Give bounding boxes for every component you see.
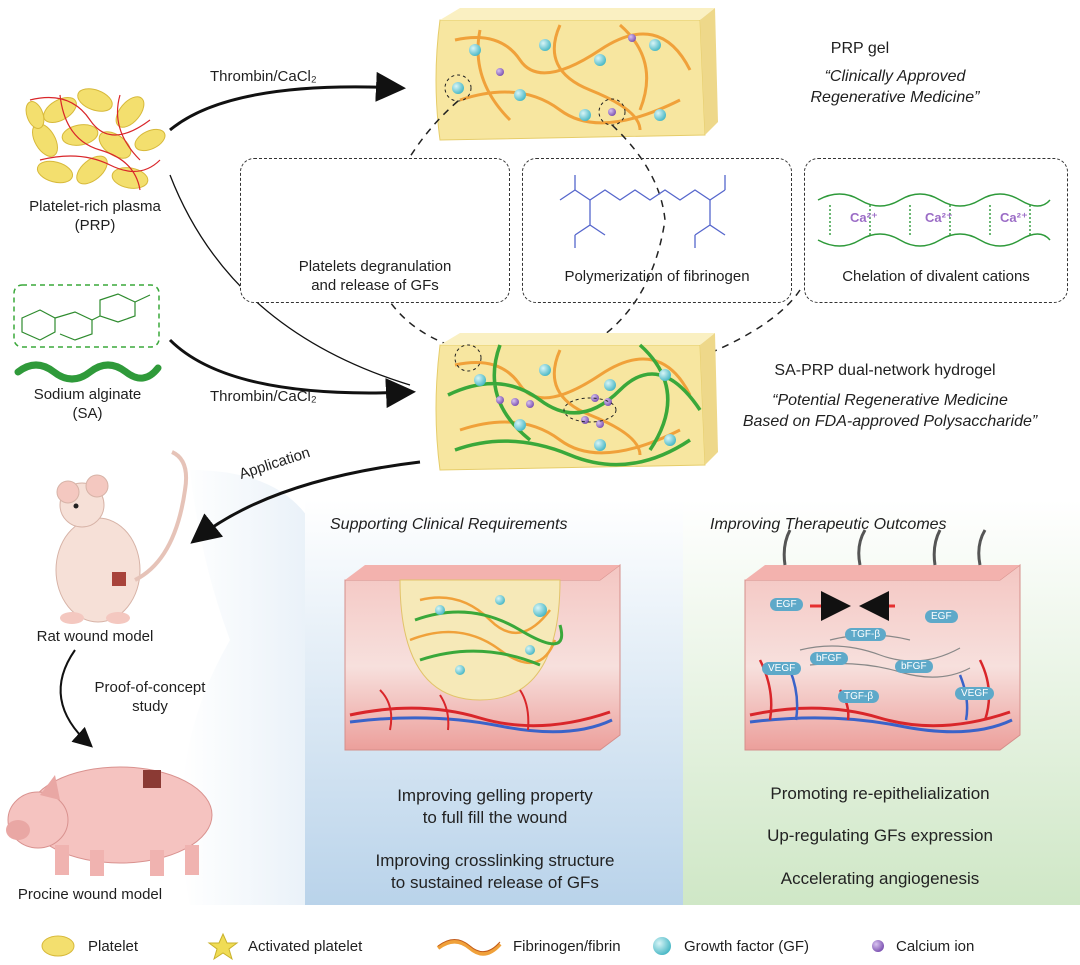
prp-gel-block <box>436 8 718 140</box>
legend-gf: Growth factor (GF) <box>676 931 809 961</box>
sa-wave <box>18 365 158 379</box>
therapeutic-point-2: Up-regulating GFs expression <box>700 825 1060 847</box>
gf-label-vegf-1: VEGF <box>762 662 801 675</box>
therapeutic-point-1: Promoting re-epithelialization <box>700 783 1060 805</box>
mechanism-box-polymerization: Polymerization of fibrinogen <box>522 158 792 303</box>
gf-label-bfgf-1: bFGF <box>810 652 848 665</box>
prp-platelets-illustration <box>23 84 169 191</box>
thrombin-label-bottom: Thrombin/CaCl₂ <box>210 388 317 405</box>
clinical-skin-block <box>345 565 620 750</box>
ca-label-3: Ca²⁺ <box>1000 210 1028 226</box>
legend-fibrin: Fibrinogen/fibrin <box>505 931 621 961</box>
clinical-point-1: Improving gelling property to full fill … <box>320 785 670 829</box>
gf-label-egf-2: EGF <box>925 610 958 623</box>
legend-gf-label: Growth factor (GF) <box>684 938 809 955</box>
gf-label-tgf-1: TGF-β <box>845 628 886 641</box>
legend-platelet: Platelet <box>80 931 138 961</box>
gf-label-tgf-2: TGF-β <box>838 690 879 703</box>
legend-activated-label: Activated platelet <box>248 938 362 955</box>
pig-illustration <box>6 767 212 876</box>
mechanism-label-degranulation: Platelets degranulation and release of G… <box>241 257 509 295</box>
clinical-heading: Supporting Clinical Requirements <box>330 516 670 534</box>
prp-gel-quote: “Clinically Approved Regenerative Medici… <box>760 66 1030 108</box>
legend-platelet-label: Platelet <box>88 938 138 955</box>
legend-calcium-label: Calcium ion <box>896 938 974 955</box>
thrombin-label-top: Thrombin/CaCl₂ <box>210 68 317 85</box>
therapeutic-point-3: Accelerating angiogenesis <box>700 868 1060 890</box>
mechanism-box-degranulation: Platelets degranulation and release of G… <box>240 158 510 303</box>
gf-label-egf-1: EGF <box>770 598 803 611</box>
sa-prp-gel-block <box>436 333 718 470</box>
legend-calcium: Calcium ion <box>888 931 974 961</box>
clinical-point-2: Improving crosslinking structure to sust… <box>320 850 670 894</box>
arrow-to-prp-gel <box>170 87 400 130</box>
rat-label: Rat wound model <box>10 627 180 646</box>
sa-prp-quote: “Potential Regenerative Medicine Based o… <box>710 390 1070 432</box>
pig-label: Procine wound model <box>0 885 180 904</box>
mechanism-label-chelation: Chelation of divalent cations <box>805 267 1067 286</box>
legend-activated: Activated platelet <box>240 931 362 961</box>
sa-label: Sodium alginate (SA) <box>0 385 175 423</box>
ca-label-1: Ca²⁺ <box>850 210 878 226</box>
sa-structure-drawing <box>22 294 150 340</box>
arrow-sa-to-sa-gel <box>170 340 410 393</box>
mechanism-label-polymerization: Polymerization of fibrinogen <box>523 267 791 286</box>
gf-label-vegf-2: VEGF <box>955 687 994 700</box>
ca-label-2: Ca²⁺ <box>925 210 953 226</box>
therapeutic-heading: Improving Therapeutic Outcomes <box>710 516 1050 534</box>
gf-label-bfgf-2: bFGF <box>895 660 933 673</box>
prp-label: Platelet-rich plasma (PRP) <box>0 197 190 235</box>
sa-prp-title: SA-PRP dual-network hydrogel <box>720 360 1050 381</box>
prp-gel-title: PRP gel <box>800 38 920 59</box>
rat-illustration <box>56 452 186 624</box>
mechanism-box-chelation: Chelation of divalent cations <box>804 158 1068 303</box>
proof-label: Proof-of-concept study <box>70 678 230 716</box>
legend-fibrin-label: Fibrinogen/fibrin <box>513 938 621 955</box>
